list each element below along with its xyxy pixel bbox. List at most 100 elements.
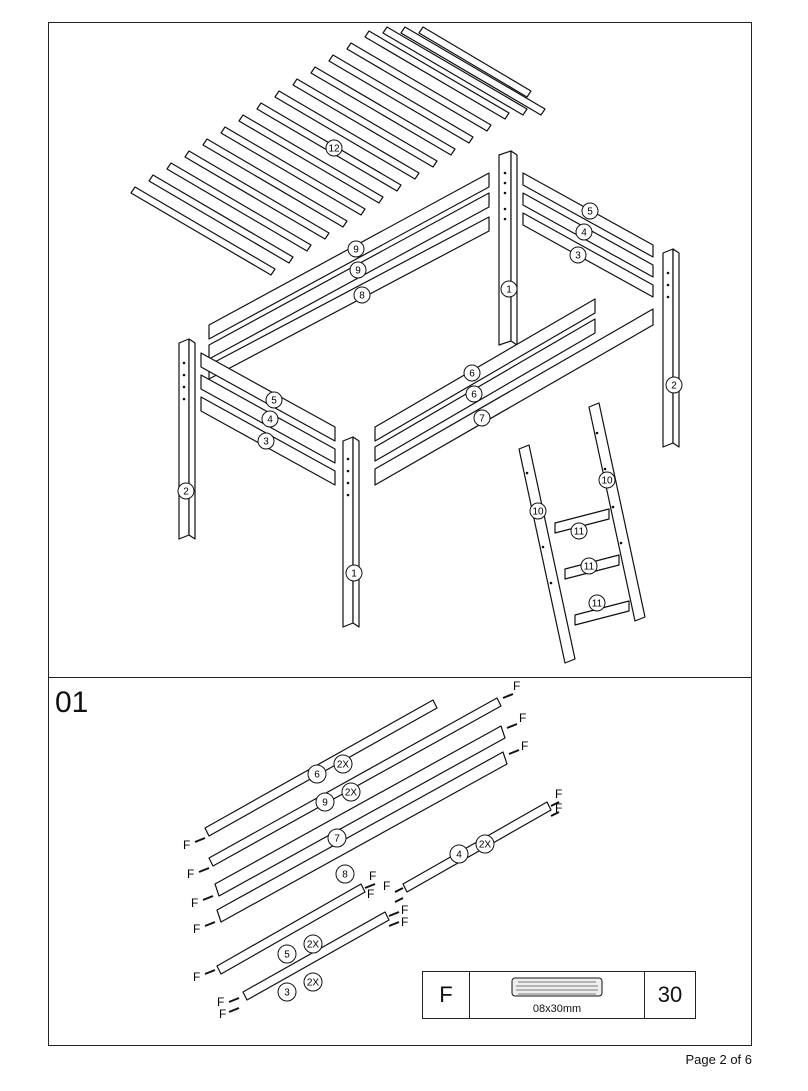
svg-text:8: 8 (342, 870, 348, 881)
svg-text:12: 12 (328, 144, 340, 155)
back-rails-group (208, 172, 490, 380)
dowel-icon (511, 977, 603, 997)
svg-text:2: 2 (183, 487, 189, 498)
part-label-p9b: 9 (349, 261, 367, 279)
dowels (194, 693, 560, 1013)
svg-text:1: 1 (506, 285, 512, 296)
svg-text:1: 1 (351, 569, 357, 580)
svg-text:8: 8 (359, 291, 365, 302)
svg-text:9: 9 (322, 798, 328, 809)
svg-text:11: 11 (584, 562, 595, 573)
svg-text:4: 4 (267, 415, 273, 426)
qty-label-4: 2X (475, 834, 495, 854)
part-label-p11c: 11 (588, 594, 606, 612)
svg-text:11: 11 (574, 527, 585, 538)
part-label-p10a: 10 (529, 502, 547, 520)
fastener-label: F (193, 922, 200, 936)
svg-text:5: 5 (271, 396, 277, 407)
fastener-label: F (191, 896, 198, 910)
panel-divider (49, 677, 751, 678)
step-part-label-6: 6 (307, 764, 327, 784)
svg-text:4: 4 (456, 850, 462, 861)
svg-text:2X: 2X (345, 788, 358, 799)
hole-dots (182, 171, 670, 585)
step-number: 01 (55, 686, 89, 719)
hardware-size: 08x30mm (532, 1003, 582, 1015)
svg-text:10: 10 (532, 507, 544, 518)
slats-group (130, 26, 546, 276)
part-label-p12: 12 (325, 139, 343, 157)
board-5 (216, 883, 366, 975)
page-number: Page 2 of 6 (685, 1052, 753, 1067)
post-front-middle (342, 436, 354, 628)
svg-text:5: 5 (284, 950, 290, 961)
svg-text:9: 9 (353, 245, 359, 256)
part-label-p4b: 4 (261, 410, 279, 428)
fastener-label: F (367, 887, 374, 901)
svg-text:9: 9 (355, 266, 361, 277)
fastener-label: F (401, 915, 408, 929)
fastener-label: F (219, 1007, 226, 1021)
part-label-p1a: 1 (500, 280, 518, 298)
post-front-right (662, 248, 674, 448)
step-part-label-4: 4 (449, 844, 469, 864)
front-rails-group (374, 298, 654, 486)
svg-text:5: 5 (587, 207, 593, 218)
svg-text:10: 10 (601, 476, 613, 487)
fastener-label: F (555, 787, 562, 801)
qty-label-9: 2X (341, 782, 361, 802)
fastener-label: F (187, 867, 194, 881)
qty-label-5: 2X (303, 934, 323, 954)
part-label-p8: 8 (353, 286, 371, 304)
fastener-label: F (193, 970, 200, 984)
part-label-p7: 7 (473, 409, 491, 427)
qty-label-3: 2X (303, 972, 323, 992)
fastener-label: F (519, 711, 526, 725)
step-part-label-5: 5 (277, 944, 297, 964)
hardware-table: F 08x30mm 30 (422, 971, 696, 1019)
part-label-p11b: 11 (580, 557, 598, 575)
hardware-dowel-cell: 08x30mm (470, 972, 645, 1018)
step-panel: 01 (49, 678, 751, 1045)
svg-text:6: 6 (314, 770, 320, 781)
part-label-p4a: 4 (575, 223, 593, 241)
board-7 (214, 725, 506, 897)
step-part-label-9: 9 (315, 792, 335, 812)
svg-text:7: 7 (334, 834, 340, 845)
fastener-label: F (401, 903, 408, 917)
svg-text:2X: 2X (307, 940, 320, 951)
step-part-label-8: 8 (335, 864, 355, 884)
board-8 (216, 751, 508, 923)
svg-text:11: 11 (592, 599, 603, 610)
post-front-left (178, 338, 190, 540)
part-label-p5a: 5 (581, 202, 599, 220)
part-label-p2b: 2 (177, 482, 195, 500)
part-label-p2a: 2 (665, 376, 683, 394)
part-label-p1b: 1 (345, 564, 363, 582)
svg-text:4: 4 (581, 228, 587, 239)
svg-text:3: 3 (575, 251, 581, 262)
board-9 (208, 697, 502, 867)
qty-label-6: 2X (333, 754, 353, 774)
part-label-p3b: 3 (257, 432, 275, 450)
post-back-right (498, 150, 512, 346)
svg-text:2: 2 (671, 381, 677, 392)
svg-text:2X: 2X (307, 978, 320, 989)
part-label-p10b: 10 (598, 471, 616, 489)
step-part-labels: 6 2X 9 2X 7 8 4 2X 5 2X 3 2X (277, 754, 495, 1002)
fastener-label: F (513, 679, 520, 693)
part-label-p9a: 9 (347, 240, 365, 258)
svg-text:6: 6 (471, 390, 477, 401)
fastener-label: F (217, 995, 224, 1009)
part-label-p3a: 3 (569, 246, 587, 264)
svg-text:6: 6 (469, 369, 475, 380)
fastener-label: F (369, 869, 376, 883)
step-part-label-3: 3 (277, 982, 297, 1002)
part-label-p6b: 6 (465, 385, 483, 403)
svg-text:7: 7 (479, 414, 485, 425)
